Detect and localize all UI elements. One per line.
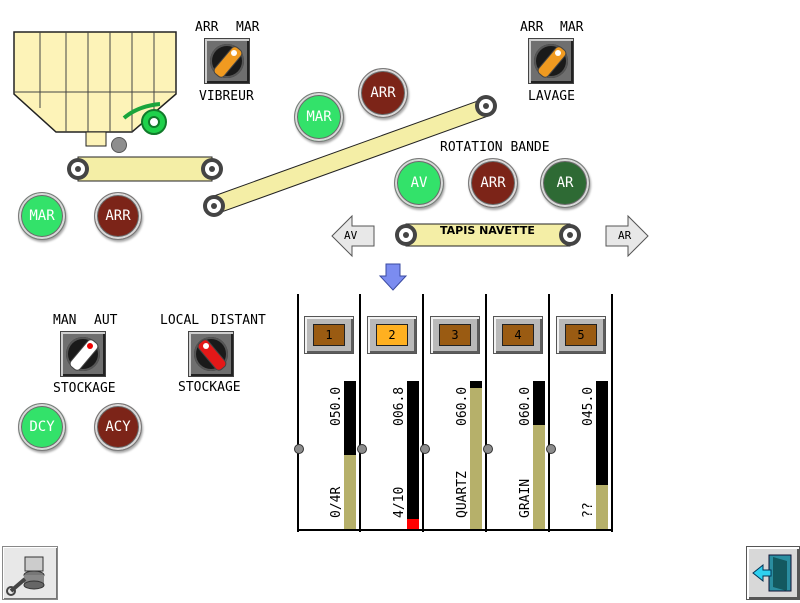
silo-level-fill (533, 425, 545, 529)
silo-number: 4 (502, 324, 534, 346)
roller-icon (559, 224, 581, 246)
stockage-loc-right-label: DISTANT (211, 313, 266, 328)
lavage-right-label: MAR (560, 20, 584, 35)
stockage-loc-left-label: LOCAL (160, 313, 200, 328)
silo-product-label: 4/10 (392, 486, 407, 518)
vibreur-selector-switch[interactable] (204, 38, 250, 84)
incline-start-button[interactable]: MAR (294, 92, 344, 142)
feed-start-button[interactable]: MAR (18, 192, 66, 240)
switch-lever-icon (69, 339, 99, 371)
shuttle-left-arrow-button[interactable]: AV (330, 214, 376, 258)
silo-walls (297, 294, 613, 532)
silo-level-fill (344, 455, 356, 529)
silo-number: 2 (376, 324, 408, 346)
stockage-location-selector-switch[interactable] (188, 331, 234, 377)
switch-lever-icon (197, 339, 227, 371)
server-wrench-icon (6, 556, 45, 596)
silo-select-button-4[interactable]: 4 (493, 316, 543, 354)
switch-lever-icon (213, 46, 243, 78)
silo-product-label: 0/4R (329, 486, 344, 518)
stockage-mode-selector-switch[interactable] (60, 331, 106, 377)
maintenance-button[interactable] (2, 546, 58, 600)
hopper-illustration (13, 31, 177, 147)
rotation-stop-button[interactable]: ARR (468, 158, 518, 208)
lavage-selector-switch[interactable] (528, 38, 574, 84)
rotation-title: ROTATION BANDE (440, 140, 550, 155)
silo-level-bar (344, 381, 356, 529)
silo-quantity-value: 045.0 (581, 386, 596, 426)
stockage-location-label: STOCKAGE (178, 380, 241, 395)
silo-select-button-5[interactable]: 5 (556, 316, 606, 354)
stockage-mode-left-label: MAN (53, 313, 77, 328)
switch-lever-icon (537, 46, 567, 78)
silo-gate-indicator (546, 444, 556, 454)
silo-select-button-2[interactable]: 2 (367, 316, 417, 354)
roller-icon (203, 195, 225, 217)
vibreur-right-label: MAR (236, 20, 260, 35)
silo-quantity-value: 006.8 (392, 386, 407, 426)
feed-belt (67, 156, 223, 182)
silo-select-button-1[interactable]: 1 (304, 316, 354, 354)
silo-number: 5 (565, 324, 597, 346)
silo-level-fill (470, 388, 482, 529)
vibrator-motor-icon (122, 102, 167, 135)
silo-level-bar (533, 381, 545, 529)
roller-icon (475, 95, 497, 117)
shuttle-right-arrow-label: AR (618, 229, 632, 242)
incline-belt (203, 95, 497, 217)
roller-icon (67, 158, 89, 180)
exit-button[interactable] (746, 546, 800, 600)
silo-level-bar (596, 381, 608, 529)
lavage-left-label: ARR (520, 20, 544, 35)
silo-gate-indicator (357, 444, 367, 454)
roller-icon (395, 224, 417, 246)
roller-icon (201, 158, 223, 180)
vibreur-left-label: ARR (195, 20, 219, 35)
feed-stop-button[interactable]: ARR (94, 192, 142, 240)
silo-level-fill (596, 485, 608, 529)
silo-select-button-3[interactable]: 3 (430, 316, 480, 354)
silo-number: 1 (313, 324, 345, 346)
silo-gate-indicator (294, 444, 304, 454)
silo-gate-indicator (483, 444, 493, 454)
arrow-down-icon (378, 263, 408, 291)
rotation-forward-button[interactable]: AV (394, 158, 444, 208)
shuttle-left-arrow-label: AV (344, 229, 358, 242)
silo-level-fill (407, 519, 419, 529)
silo-product-label: QUARTZ (455, 471, 470, 518)
silo-product-label: ?? (581, 502, 596, 518)
stockage-mode-label: STOCKAGE (53, 381, 116, 396)
silo-quantity-value: 060.0 (455, 386, 470, 426)
shuttle-belt (395, 223, 581, 247)
cycle-start-button[interactable]: DCY (18, 403, 66, 451)
drop-indicator (111, 137, 127, 153)
silo-quantity-value: 060.0 (518, 386, 533, 426)
exit-door-icon (752, 554, 792, 592)
vibreur-label: VIBREUR (199, 89, 254, 104)
rotation-reverse-button[interactable]: AR (540, 158, 590, 208)
silo-level-bar (470, 381, 482, 529)
cycle-stop-button[interactable]: ACY (94, 403, 142, 451)
lavage-label: LAVAGE (528, 89, 575, 104)
incline-stop-button[interactable]: ARR (358, 68, 408, 118)
silo-level-bar (407, 381, 419, 529)
shuttle-right-arrow-button[interactable]: AR (604, 214, 650, 258)
silo-gate-indicator (420, 444, 430, 454)
shuttle-belt-label: TAPIS NAVETTE (440, 224, 535, 237)
silo-quantity-value: 050.0 (329, 386, 344, 426)
silo-panel (296, 294, 614, 532)
stockage-mode-right-label: AUT (94, 313, 118, 328)
arrow-left-icon (331, 214, 375, 258)
arrow-right-icon (605, 214, 649, 258)
silo-number: 3 (439, 324, 471, 346)
silo-product-label: GRAIN (518, 478, 533, 518)
